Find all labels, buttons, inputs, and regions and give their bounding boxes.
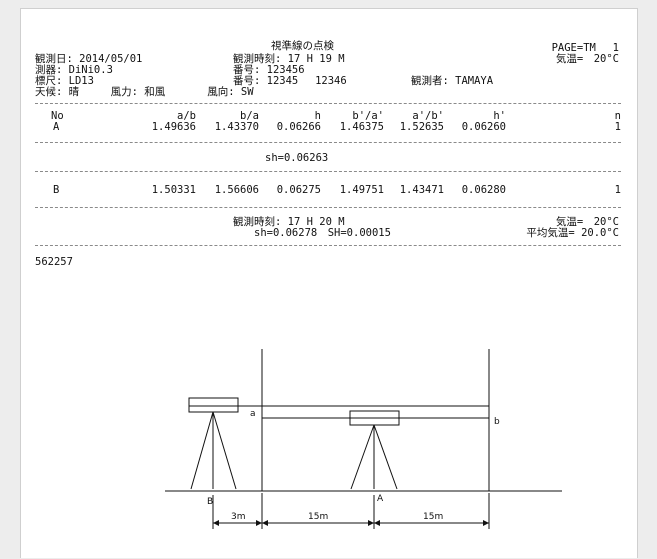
- level-instrument-left: [188, 397, 239, 413]
- point-a-label: A: [377, 494, 384, 504]
- col-b-a: b/a: [240, 110, 259, 122]
- record-code: 562257: [35, 256, 73, 268]
- col-no: No: [51, 110, 64, 122]
- weather-row: 天候: 晴 風力: 和風 風向: SW: [35, 86, 254, 98]
- label-b: b: [494, 417, 500, 427]
- instrument-serial: 番号: 123456: [233, 64, 305, 76]
- divider: [35, 245, 621, 246]
- summary-values: sh=0.06278 SH=0.00015: [254, 227, 391, 239]
- arrow-icon: [256, 520, 262, 526]
- report-title: 視準線の点検: [271, 40, 334, 52]
- arrow-icon: [262, 520, 268, 526]
- page-number: PAGE=TM 1: [551, 42, 619, 54]
- report-sheet: 視準線の点検 PAGE=TM 1 観測日: 2014/05/01 測器: DiN…: [20, 8, 638, 558]
- staff: 標尺: LD13: [35, 75, 94, 87]
- distance-3m: 3m: [231, 512, 246, 522]
- arrow-icon: [374, 520, 380, 526]
- cell: 1.49636: [151, 121, 196, 133]
- distance-15m-2: 15m: [423, 512, 443, 522]
- row-id: B: [53, 184, 60, 196]
- col-n: n: [614, 110, 621, 122]
- tripod-leg-left: [212, 411, 237, 490]
- col-a-b-prime: a'/b': [412, 110, 444, 122]
- observation-date: 観測日: 2014/05/01: [35, 53, 143, 65]
- average-temperature: 平均気温= 20.0°C: [526, 227, 619, 239]
- staff-serial: 番号: 12345 12346: [233, 75, 347, 87]
- col-b-a-prime: b'/a': [352, 110, 384, 122]
- cell: 1.52635: [399, 121, 444, 133]
- cell: 1.46375: [339, 121, 384, 133]
- tripod-leg-right: [373, 424, 398, 490]
- distance-15m-1: 15m: [308, 512, 328, 522]
- divider: [35, 171, 621, 172]
- cell: 1.49751: [339, 184, 384, 196]
- tripod-leg-right: [350, 424, 375, 490]
- arrow-icon: [368, 520, 374, 526]
- divider: [35, 103, 621, 104]
- arrow-icon: [213, 520, 219, 526]
- cell: 0.06260: [461, 121, 506, 133]
- arrow-icon: [483, 520, 489, 526]
- cell: 1.56606: [214, 184, 259, 196]
- observer: 観測者: TAMAYA: [411, 75, 494, 87]
- sh-value: sh=0.06263: [265, 152, 329, 164]
- tripod-leg-left: [190, 411, 214, 490]
- cell: 1.43370: [214, 121, 259, 133]
- col-h: h: [314, 110, 321, 122]
- cell: 1.50331: [151, 184, 196, 196]
- divider: [35, 207, 621, 208]
- temperature-2: 気温= 20°C: [555, 216, 619, 228]
- cell: 1.43471: [399, 184, 444, 196]
- divider: [35, 142, 621, 143]
- point-b-label: B: [207, 497, 213, 507]
- row-id: A: [53, 121, 60, 133]
- cell: 1: [614, 121, 621, 133]
- dimension-arrows: [213, 520, 489, 526]
- cell: 0.06280: [461, 184, 506, 196]
- temperature: 気温= 20°C: [555, 53, 619, 65]
- label-a: a: [250, 409, 256, 419]
- col-a-b: a/b: [177, 110, 196, 122]
- level-check-diagram: a b B A 3m 15m 15m: [165, 349, 562, 529]
- cell: 1: [614, 184, 621, 196]
- instrument: 測器: DiNi0.3: [35, 64, 113, 76]
- observation-time-2: 観測時刻: 17 H 20 M: [233, 216, 345, 228]
- cell: 0.06266: [276, 121, 321, 133]
- cell: 0.06275: [276, 184, 321, 196]
- observation-time: 観測時刻: 17 H 19 M: [233, 53, 345, 65]
- col-h-prime: h': [493, 110, 506, 122]
